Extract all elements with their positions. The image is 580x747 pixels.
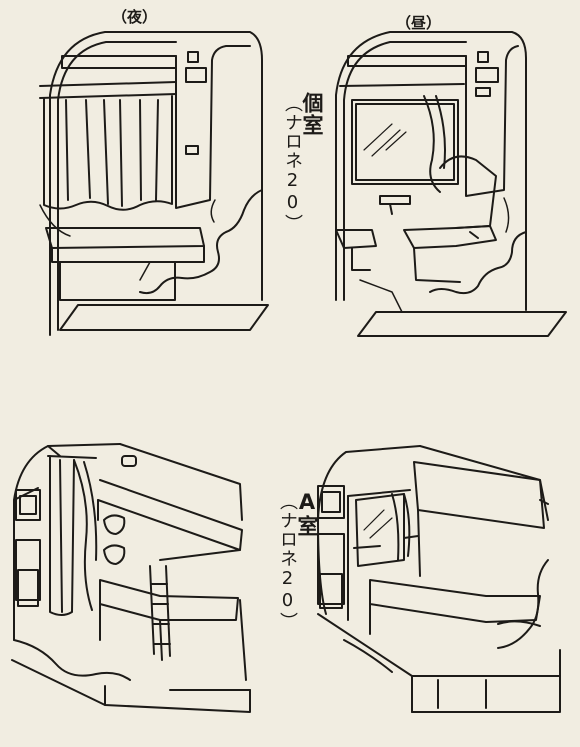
a-room-model: （ナロネ20）: [277, 492, 298, 631]
a-room-night-drawing: [12, 444, 250, 712]
compartment-model: （ナロネ20）: [282, 94, 303, 233]
compartment-day-drawing: [336, 32, 566, 336]
caption-day: （昼）: [396, 14, 442, 32]
compartment-night-drawing: [40, 32, 268, 335]
compartment-title: 個室: [300, 92, 324, 136]
caption-compartment: 個室 （ナロネ20）: [282, 92, 324, 233]
caption-a-room: A室 （ナロネ20）: [277, 490, 319, 631]
a-room-title: A室: [295, 490, 319, 537]
a-room-day-drawing: [318, 446, 560, 712]
caption-night: （夜）: [112, 8, 158, 26]
